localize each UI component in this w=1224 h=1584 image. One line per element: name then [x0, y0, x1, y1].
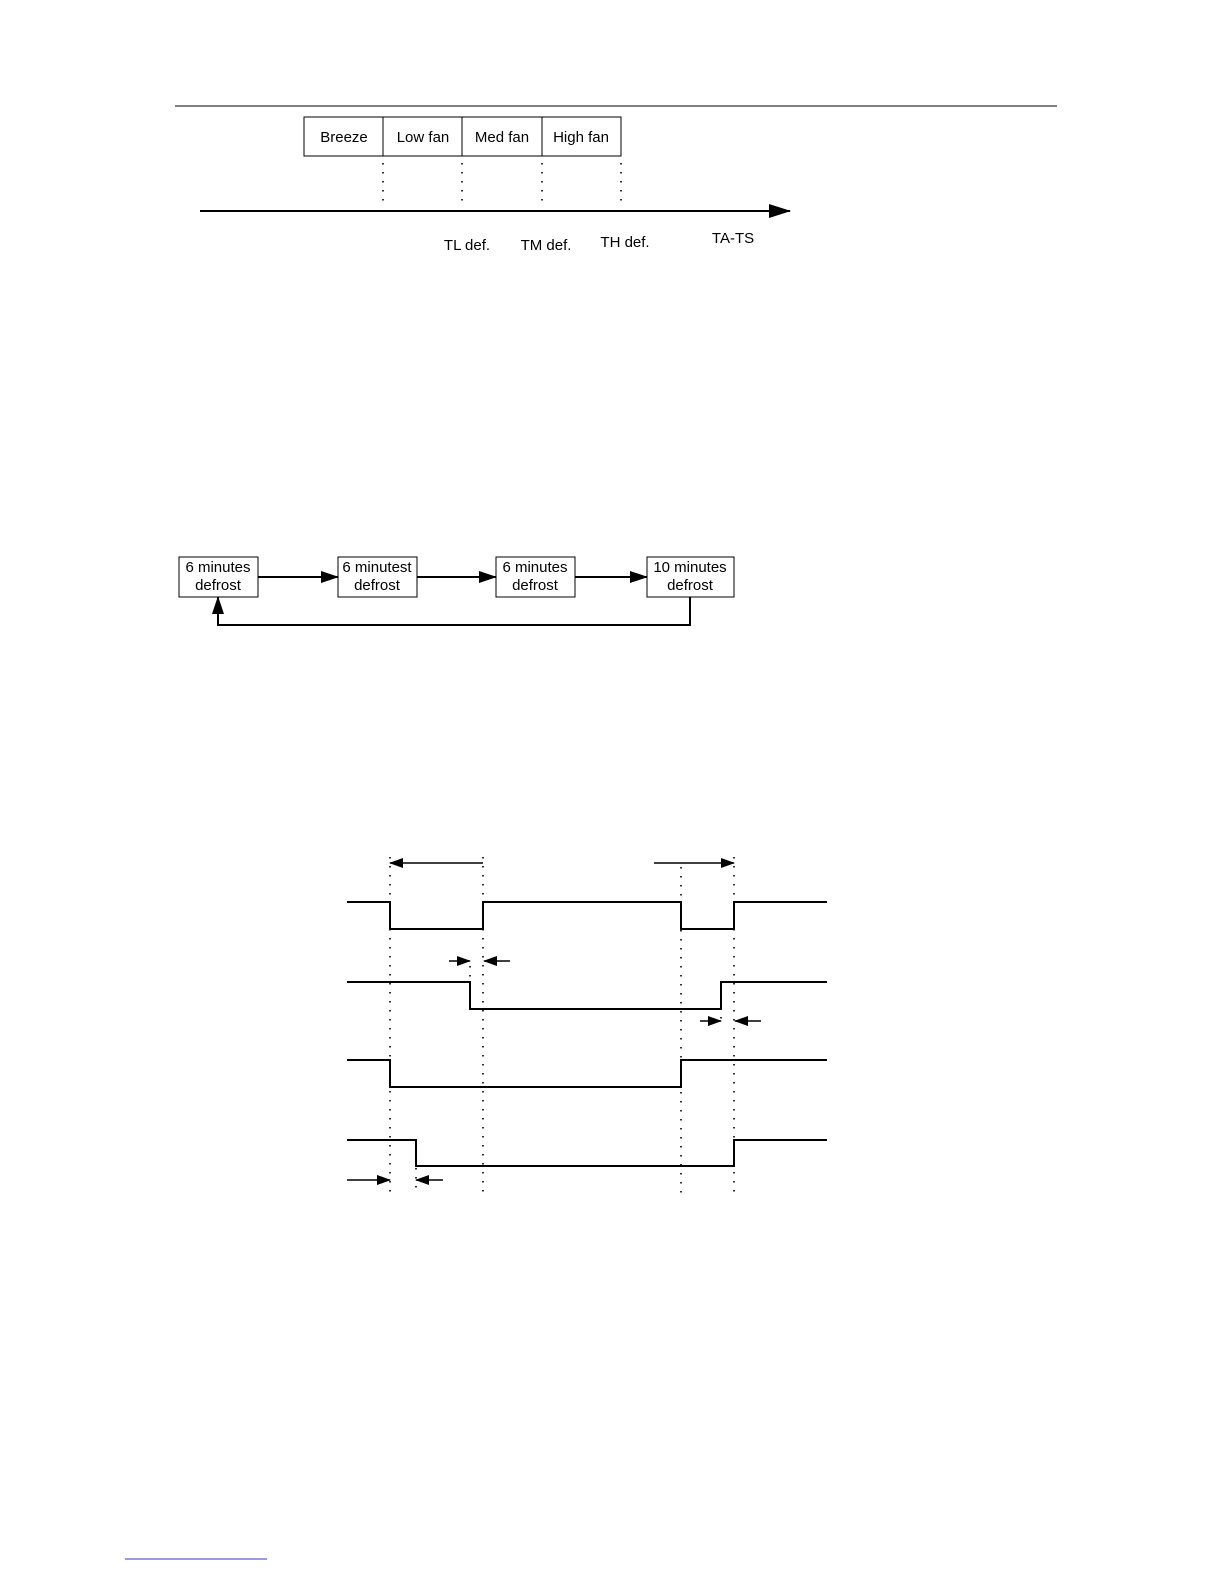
defrost-step-label: defrost [667, 577, 714, 594]
defrost-step-duration: 6 minutest [342, 559, 412, 576]
axis-label: TA-TS [712, 230, 754, 247]
defrost-step-duration: 10 minutes [653, 559, 726, 576]
defrost-step-label: defrost [512, 577, 559, 594]
defrost-step-duration: 6 minutes [185, 559, 250, 576]
defrost-cycle-diagram: 6 minutes defrost 6 minutest defrost 6 m… [179, 557, 734, 625]
threshold-tm-label: TM def. [521, 237, 572, 254]
threshold-th-label: TH def. [600, 234, 649, 251]
defrost-step-box: 6 minutes defrost [179, 557, 258, 597]
threshold-tl-label: TL def. [444, 237, 490, 254]
fan-speed-high: High fan [553, 129, 609, 146]
fan-speed-med: Med fan [475, 129, 529, 146]
fan-speed-low: Low fan [397, 129, 450, 146]
defrost-return-arrow [218, 597, 690, 625]
defrost-step-label: defrost [195, 577, 242, 594]
defrost-step-duration: 6 minutes [502, 559, 567, 576]
fan-speed-diagram: Breeze Low fan Med fan High fan TL def. … [200, 117, 790, 254]
defrost-step-label: defrost [354, 577, 401, 594]
defrost-step-box: 10 minutes defrost [647, 557, 734, 597]
signal-trace [347, 902, 827, 929]
defrost-step-box: 6 minutes defrost [496, 557, 575, 597]
signal-trace [347, 1140, 827, 1166]
signal-trace [347, 982, 827, 1009]
timing-diagram [347, 857, 827, 1195]
defrost-step-box: 6 minutest defrost [338, 557, 417, 597]
fan-speed-breeze: Breeze [320, 129, 368, 146]
signal-trace [347, 1060, 827, 1087]
